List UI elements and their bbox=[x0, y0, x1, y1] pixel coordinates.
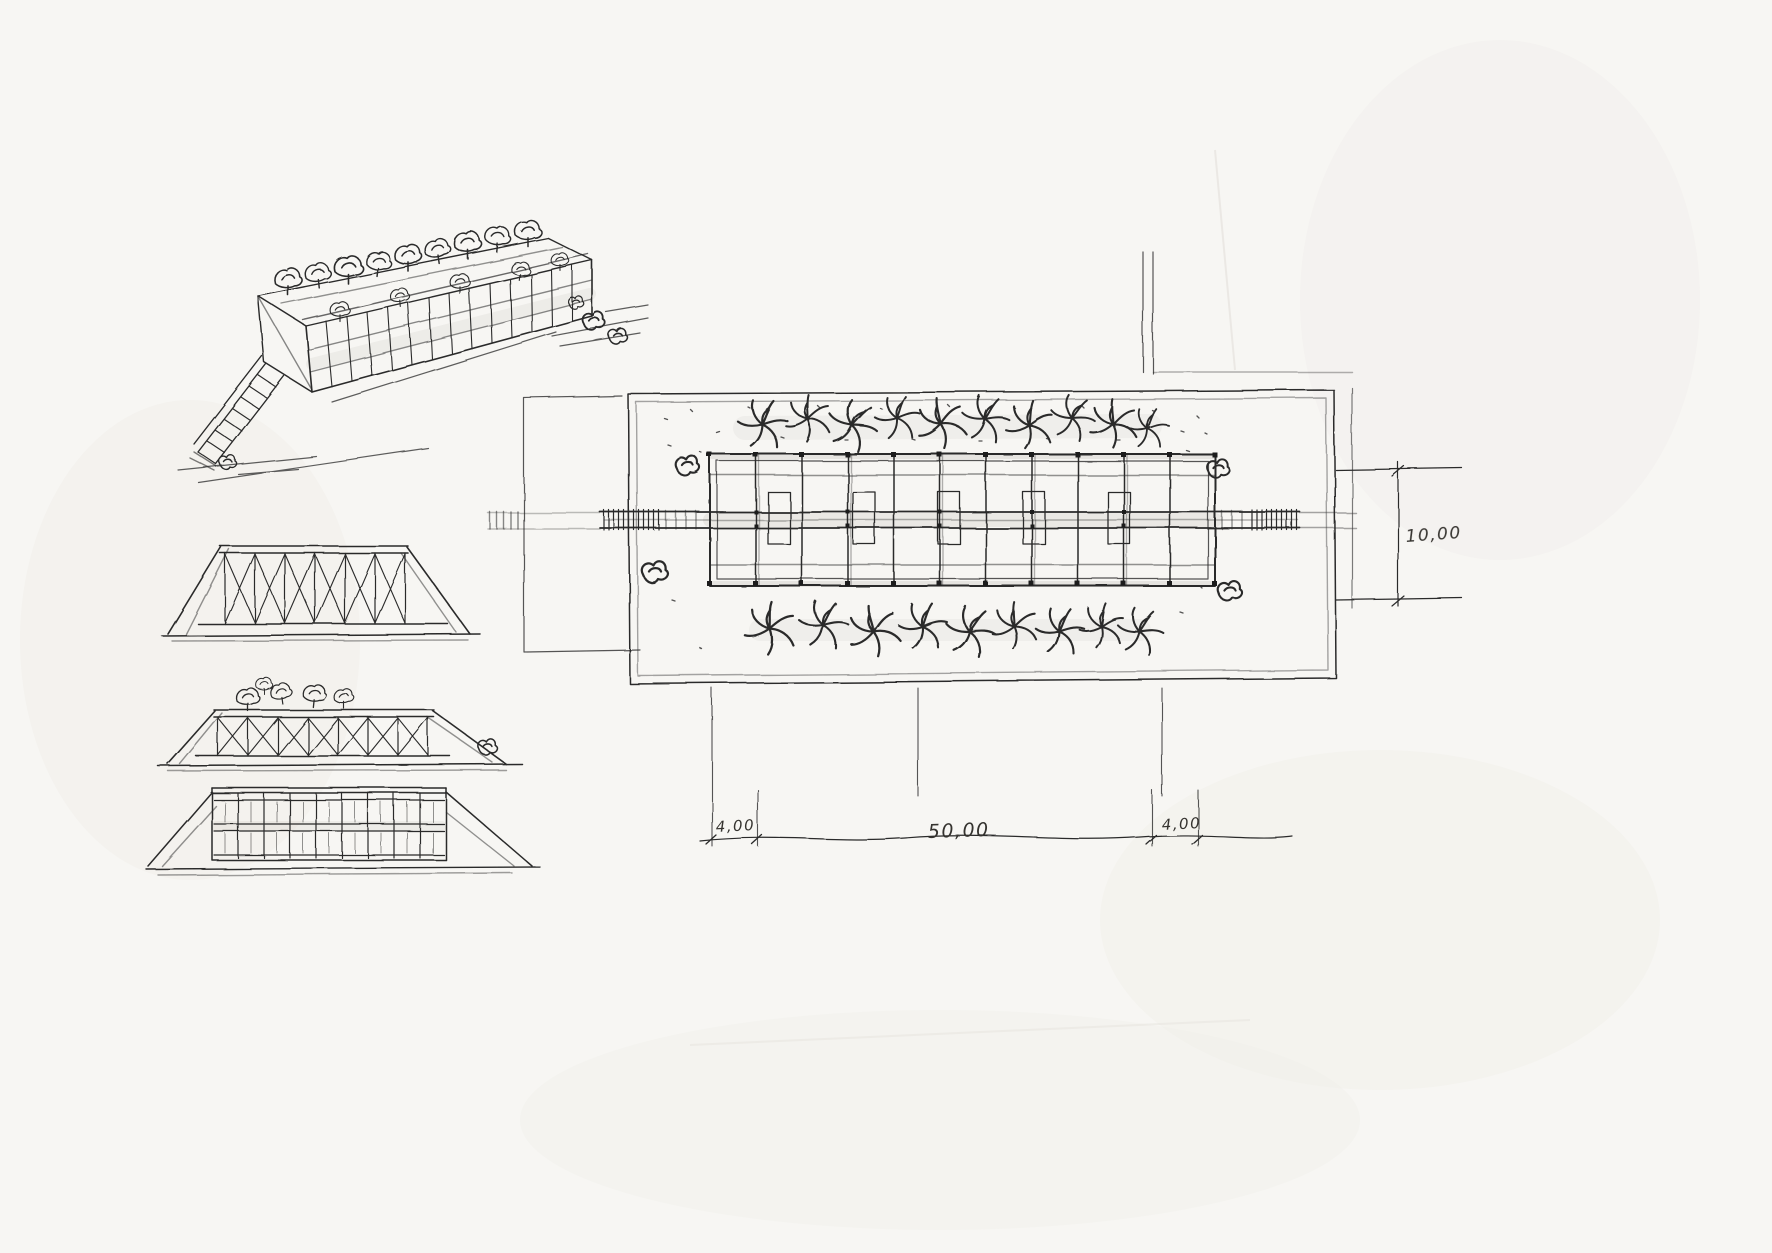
perspective-sketch bbox=[177, 219, 649, 483]
dim-bottom-baseline bbox=[699, 834, 1293, 842]
truss-posts bbox=[217, 716, 429, 757]
long-elevation bbox=[145, 787, 541, 876]
dim-bottom-ticks bbox=[705, 834, 1203, 845]
dimension-labels: 10,00 4,00 50,00 4,00 bbox=[715, 523, 1462, 843]
truss-posts bbox=[224, 552, 406, 625]
site-plan bbox=[487, 251, 1463, 847]
dim-extension-verticals bbox=[711, 687, 1199, 847]
plan-building bbox=[487, 451, 1357, 587]
plan-planting bbox=[640, 387, 1244, 666]
central-axis bbox=[599, 511, 1301, 529]
window-grid-verticals bbox=[237, 792, 421, 859]
axis-hatching bbox=[489, 509, 1298, 531]
truss-x-braces bbox=[224, 553, 406, 624]
plan-dimensions bbox=[699, 461, 1463, 847]
ramp-steps bbox=[197, 374, 277, 465]
perspective-roof bbox=[257, 237, 593, 327]
facade-columns bbox=[325, 264, 573, 388]
ground-speckles bbox=[663, 404, 1207, 650]
dimension-label-bottom-right: 4,00 bbox=[1161, 814, 1201, 834]
dim-right-lines bbox=[1335, 461, 1463, 607]
cross-section-truss bbox=[161, 545, 481, 642]
dimension-label-right: 10,00 bbox=[1405, 523, 1462, 547]
dimension-label-bottom-left: 4,00 bbox=[715, 816, 755, 836]
frame-lines bbox=[523, 251, 1353, 653]
truss-x-braces bbox=[217, 717, 429, 756]
dimension-label-bottom-center: 50,00 bbox=[927, 819, 990, 843]
perspective-end-wall bbox=[257, 295, 313, 393]
window-mullions bbox=[224, 801, 434, 854]
dim-right-ticks bbox=[1391, 465, 1405, 607]
site-boundary bbox=[627, 389, 1337, 685]
perspective-ramp bbox=[189, 355, 285, 471]
perspective-facade bbox=[305, 259, 593, 393]
perspective-ground bbox=[177, 295, 649, 483]
window-grid-horizontals bbox=[213, 799, 445, 856]
cross-section-planted bbox=[157, 676, 523, 772]
